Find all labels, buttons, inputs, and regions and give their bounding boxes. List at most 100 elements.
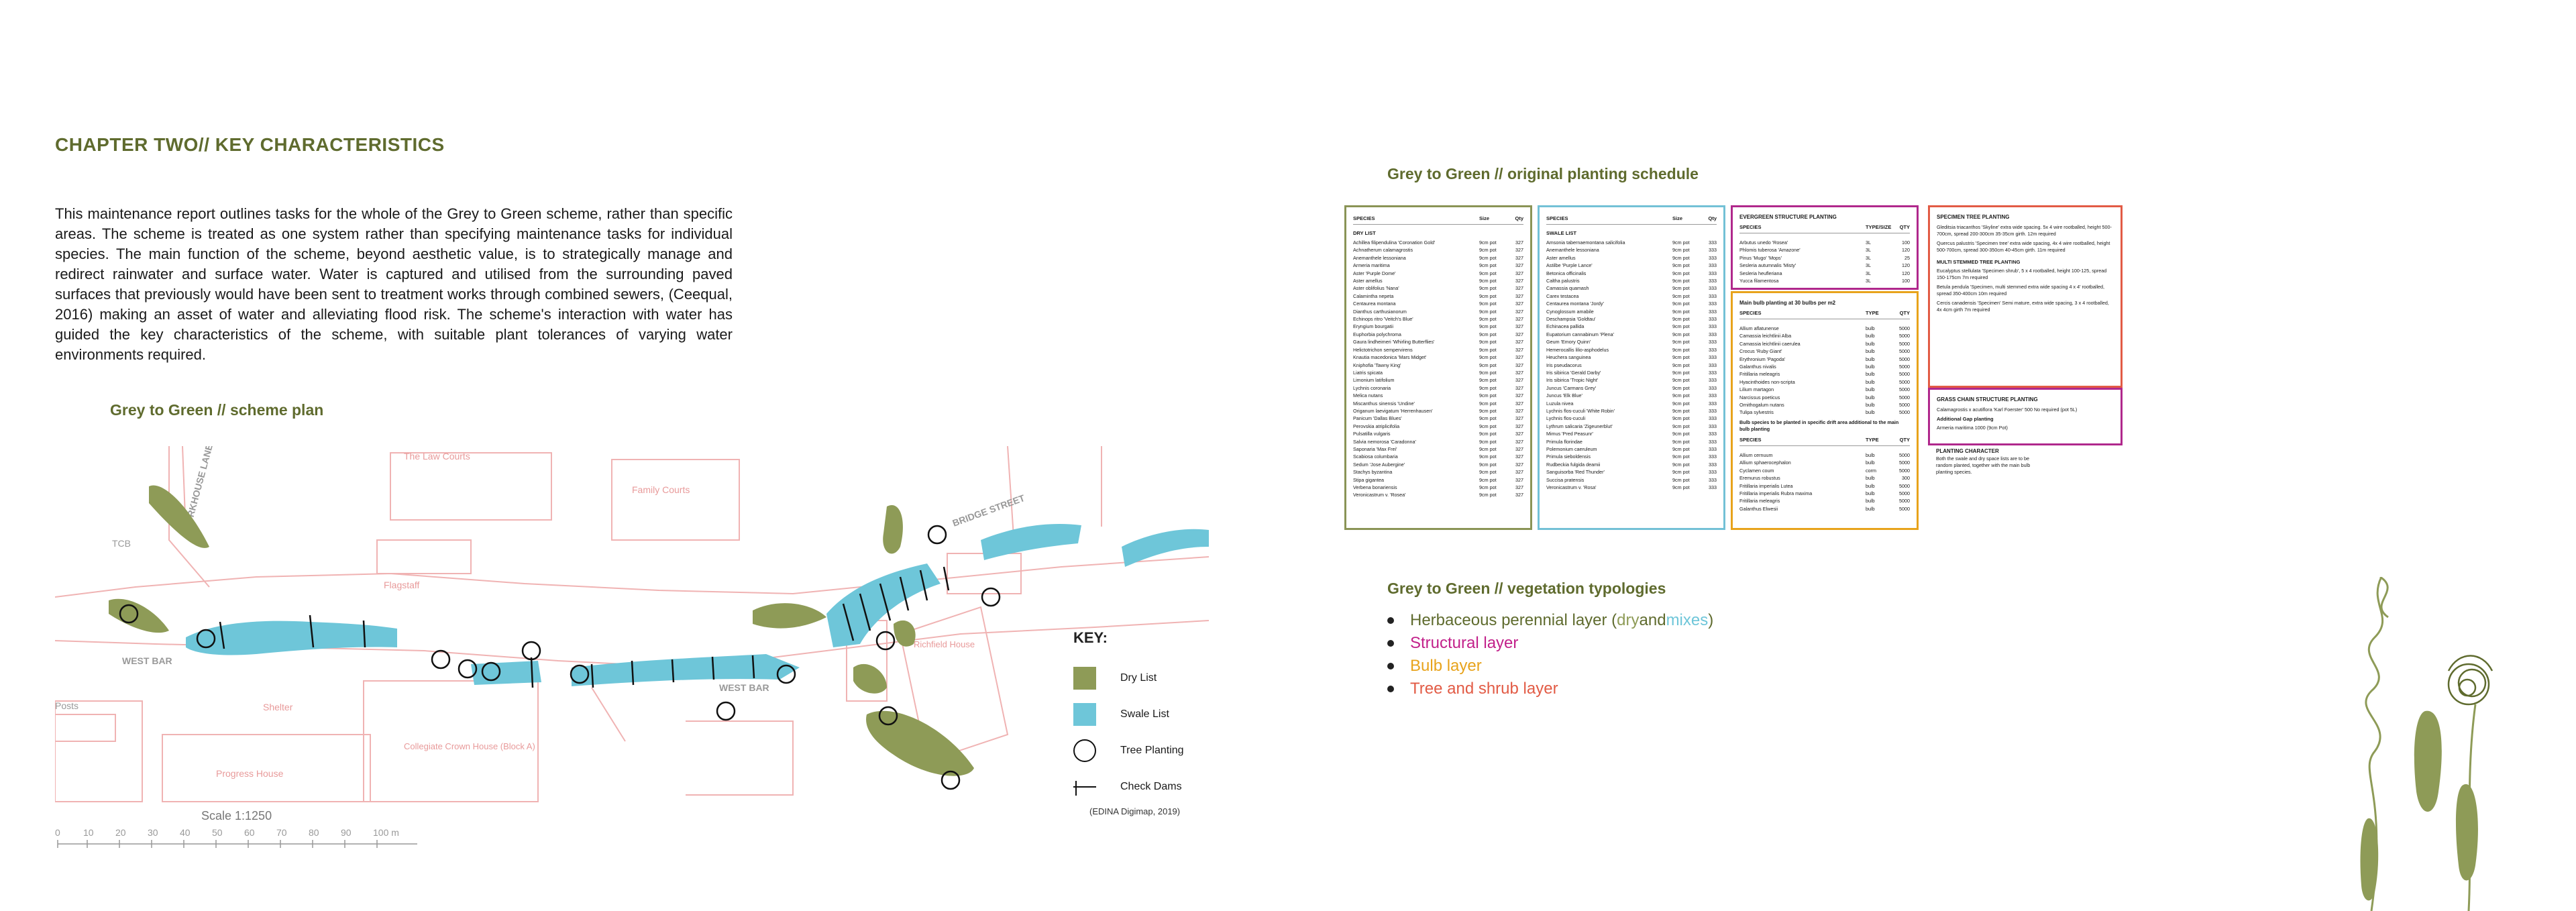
species-qty: 327: [1515, 438, 1523, 445]
species-size: bulb: [1866, 348, 1875, 355]
gap-title: Additional Gap planting: [1937, 416, 1994, 422]
species-name: Euphorbia polychroma: [1353, 331, 1401, 337]
species-name: Deschampsia 'Goldtau': [1546, 316, 1596, 323]
species-name: Primula florindae: [1546, 438, 1582, 445]
species-size: 9cm pot: [1672, 392, 1690, 399]
species-qty: 5000: [1899, 340, 1910, 347]
species-name: Hyacinthoides non-scripta: [1739, 378, 1795, 385]
species-qty: 333: [1709, 285, 1717, 292]
species-name: Lychnis flos-cuculi 'White Robin': [1546, 407, 1615, 414]
species-name: Sesleria heufleriana: [1739, 270, 1782, 276]
tree-para: Betula pendula 'Specimen, multi stemmed …: [1937, 284, 2105, 297]
species-name: Yucca filamentosa: [1739, 278, 1779, 284]
map-label-collegiate: Collegiate Crown House (Block A): [404, 741, 535, 751]
scale-tick: 70: [276, 827, 287, 838]
species-size: 9cm pot: [1479, 254, 1497, 261]
species-qty: 333: [1709, 308, 1717, 315]
species-qty: 333: [1709, 323, 1717, 330]
species-size: bulb: [1866, 505, 1875, 512]
species-size: 9cm pot: [1672, 400, 1690, 407]
species-name: Juncus 'Carmans Grey': [1546, 384, 1597, 391]
species-qty: 120: [1902, 270, 1910, 276]
species-qty: 333: [1709, 453, 1717, 460]
species-size: 9cm pot: [1479, 331, 1497, 337]
species-qty: 327: [1515, 346, 1523, 353]
species-size: bulb: [1866, 394, 1875, 400]
species-name: Dianthus carthusianorum: [1353, 308, 1407, 315]
species-size: 9cm pot: [1479, 285, 1497, 292]
species-qty: 100: [1902, 239, 1910, 246]
scale-tick: 60: [244, 827, 255, 838]
panel-title: GRASS CHAIN STRUCTURE PLANTING: [1937, 396, 2038, 403]
species-name: Galanthus nivalis: [1739, 364, 1776, 370]
species-size: 9cm pot: [1672, 484, 1690, 490]
species-qty: 100: [1902, 278, 1910, 284]
species-qty: 327: [1515, 270, 1523, 276]
species-size: 9cm pot: [1479, 445, 1497, 452]
species-name: Anemanthele lessoniana: [1353, 254, 1406, 261]
scale-tick: 0: [55, 827, 60, 838]
species-name: Miscanthus sinensis 'Undine': [1353, 400, 1415, 407]
schedule-row: Origanum laevigatum 'Herrenhausen'9cm po…: [1353, 407, 1523, 415]
species-size: 9cm pot: [1672, 292, 1690, 299]
veg-item-bulb: Bulb layer: [1387, 655, 1713, 678]
species-name: Centaurea montana 'Jordy': [1546, 301, 1604, 307]
species-name: Veronicastrum v. 'Rosa': [1546, 484, 1597, 490]
scale-tick: 80: [309, 827, 319, 838]
species-name: Achnatherum calamagrostis: [1353, 247, 1413, 254]
species-size: 9cm pot: [1672, 316, 1690, 323]
panel-title: EVERGREEN STRUCTURE PLANTING: [1739, 214, 1837, 220]
species-size: 9cm pot: [1672, 453, 1690, 460]
species-name: Aster amellus: [1353, 278, 1383, 284]
bullet-icon: [1387, 617, 1394, 624]
schedule-panel-grass-chain: GRASS CHAIN STRUCTURE PLANTING Calamagro…: [1928, 388, 2123, 445]
species-size: 9cm pot: [1479, 262, 1497, 269]
panel-title: Main bulb planting at 30 bulbs per m2: [1739, 300, 1836, 306]
species-name: Eupatorium cannabinum 'Plena': [1546, 331, 1615, 337]
species-qty: 333: [1709, 377, 1717, 384]
species-name: Amsonia tabernaemontana salicifolia: [1546, 239, 1625, 246]
legend-item-swale: Swale List: [1073, 696, 1184, 733]
species-name: Astilbe 'Purple Lance': [1546, 262, 1593, 269]
species-name: Kniphofia 'Tawny King': [1353, 362, 1401, 368]
panel-title: PLANTING CHARACTER: [1936, 448, 1999, 454]
species-size: 9cm pot: [1479, 339, 1497, 345]
species-size: 9cm pot: [1672, 377, 1690, 384]
species-name: Stipa gigantea: [1353, 476, 1384, 483]
species-size: 9cm pot: [1672, 239, 1690, 246]
species-size: 3L: [1866, 270, 1871, 276]
species-qty: 327: [1515, 362, 1523, 368]
species-qty: 327: [1515, 469, 1523, 476]
species-qty: 333: [1709, 431, 1717, 437]
species-name: Cyclamen coum: [1739, 467, 1774, 474]
species-qty: 333: [1709, 316, 1717, 323]
scale-tick: 20: [115, 827, 126, 838]
species-name: Lilium martagon: [1739, 386, 1774, 393]
species-size: bulb: [1866, 460, 1875, 466]
species-qty: 5000: [1899, 467, 1910, 474]
species-name: Juncus 'Elk Blue': [1546, 392, 1582, 399]
species-name: Carex testacea: [1546, 292, 1579, 299]
species-size: 3L: [1866, 278, 1871, 284]
